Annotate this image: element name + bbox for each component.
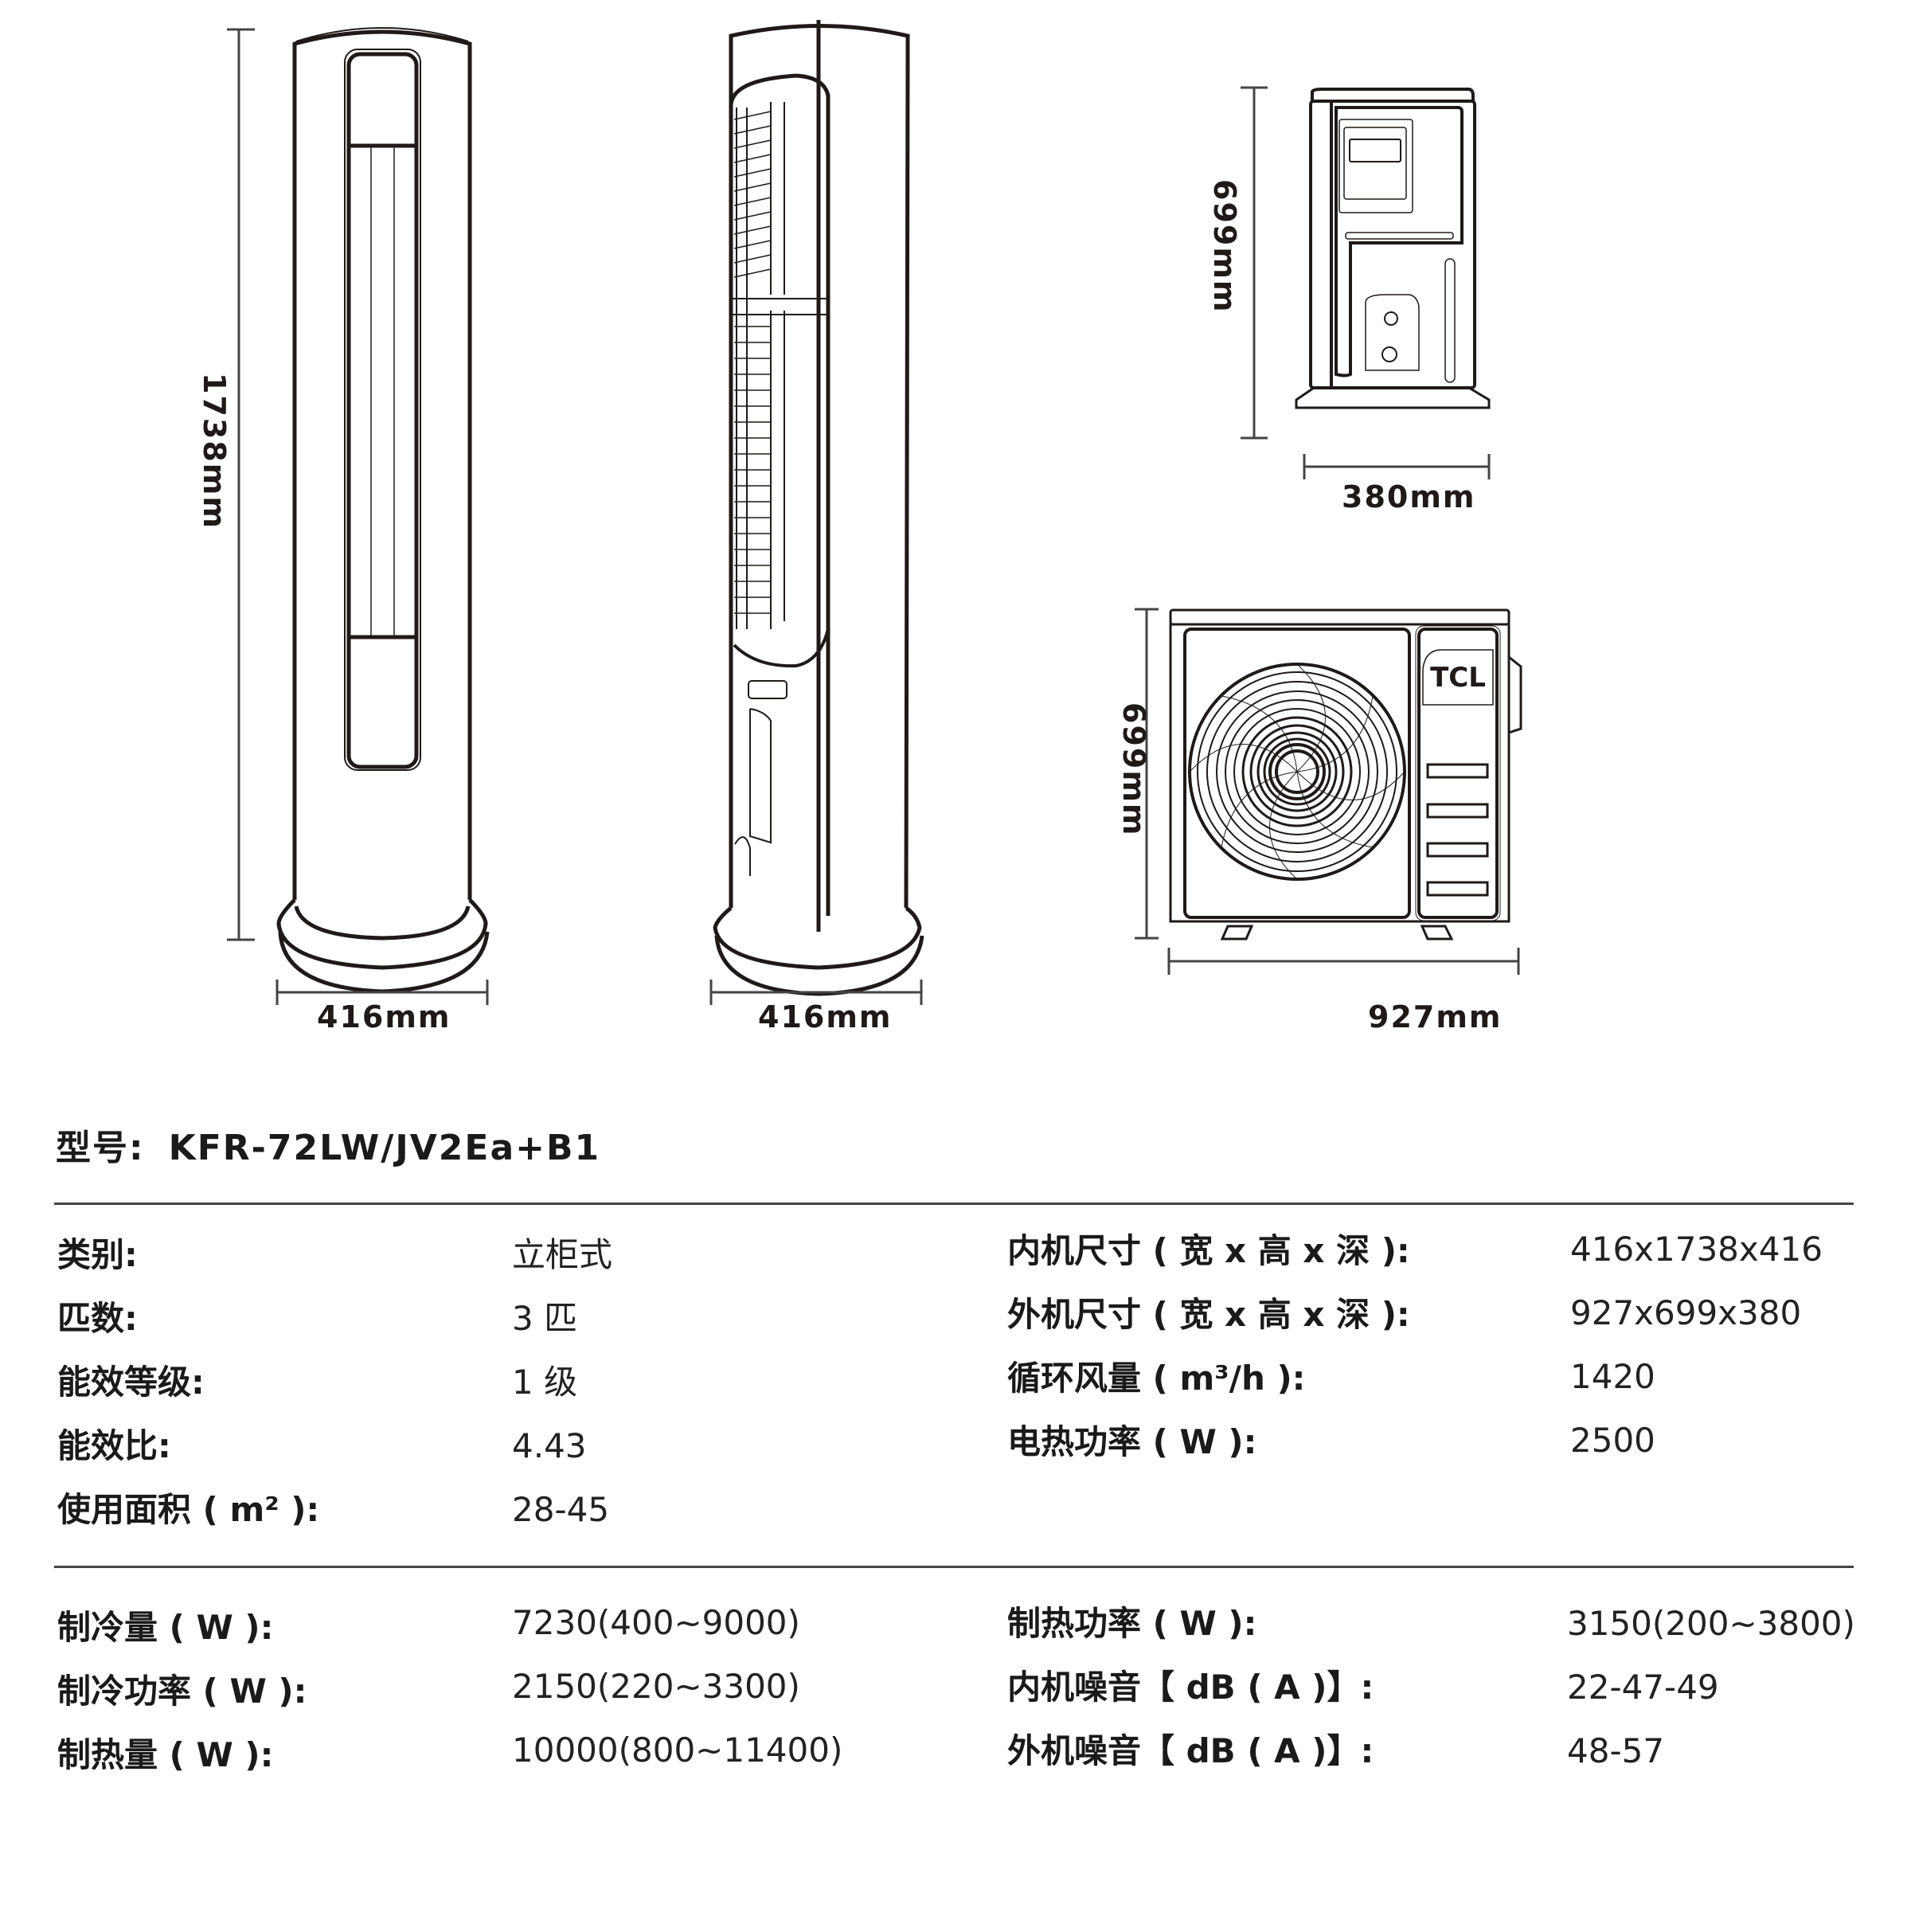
spec-label: 制冷量 ( W ): xyxy=(57,1608,274,1647)
spec-value-outdoor-noise: 48-57 xyxy=(1567,1734,1664,1768)
spec-value: 7230(400~9000) xyxy=(512,1603,800,1642)
spec-value: 10000(800~11400) xyxy=(512,1731,843,1770)
spec-value: 立柜式 xyxy=(512,1235,613,1274)
spec-row-heating-capacity: 制热量 ( W ): xyxy=(57,1738,273,1772)
spec-label: 外机噪音【 dB ( A )】: xyxy=(1007,1731,1374,1770)
spec-value-cooling-capacity: 7230(400~9000) xyxy=(512,1606,800,1640)
spec-row-airflow: 循环风量 ( m³/h ): xyxy=(1007,1362,1305,1395)
spec-value: 2150(220~3300) xyxy=(512,1667,800,1706)
spec-value: 1420 xyxy=(1570,1357,1655,1396)
spec-label: 匹数: xyxy=(57,1299,138,1338)
spec-value-indoor-size: 416x1738x416 xyxy=(1570,1233,1823,1266)
outdoor-width-dimension-label: 927mm xyxy=(1368,999,1503,1034)
indoor-height-dimension-label: 1738mm xyxy=(197,373,232,530)
outdoor-side-height-dimension-label: 699mm xyxy=(1207,179,1242,314)
spec-value: 48-57 xyxy=(1567,1731,1665,1770)
spec-row-energy-ratio: 能效比: xyxy=(57,1429,171,1463)
spec-row-cooling-capacity: 制冷量 ( W ): xyxy=(57,1611,273,1645)
spec-label: 制热量 ( W ): xyxy=(57,1735,274,1774)
spec-label: 能效等级: xyxy=(57,1363,205,1402)
spec-value: 28-45 xyxy=(512,1490,610,1529)
spec-label: 制冷功率 ( W ): xyxy=(57,1672,307,1711)
spec-value: 2500 xyxy=(1570,1421,1655,1460)
spec-row-cooling-power: 制冷功率 ( W ): xyxy=(57,1675,307,1708)
model-label: 型号: xyxy=(56,1128,145,1168)
spec-value-horsepower: 3 匹 xyxy=(512,1302,577,1336)
spec-value: 927x699x380 xyxy=(1570,1293,1802,1332)
spec-value-electric-heat: 2500 xyxy=(1570,1424,1655,1457)
spec-value-area: 28-45 xyxy=(512,1493,609,1527)
spec-value: 1 级 xyxy=(512,1363,578,1402)
spec-value: 3 匹 xyxy=(512,1299,578,1338)
spec-row-energy-grade: 能效等级: xyxy=(57,1366,205,1399)
divider-top xyxy=(54,1203,1854,1205)
tcl-logo: TCL xyxy=(1430,662,1486,694)
spec-row-indoor-noise: 内机噪音【 dB ( A )】: xyxy=(1007,1671,1374,1704)
spec-label: 内机尺寸 ( 宽 x 高 x 深 ): xyxy=(1007,1231,1410,1270)
spec-value-energy-grade: 1 级 xyxy=(512,1366,577,1399)
spec-row-area: 使用面积 ( m² ): xyxy=(57,1493,319,1527)
spec-label: 循环风量 ( m³/h ): xyxy=(1007,1359,1306,1398)
spec-label: 能效比: xyxy=(57,1426,171,1465)
model-heading: 型号: KFR-72LW/JV2Ea+B1 xyxy=(56,1119,600,1170)
indoor-unit-side-drawing xyxy=(709,20,924,1005)
spec-row-horsepower: 匹数: xyxy=(57,1302,138,1336)
spec-value-energy-ratio: 4.43 xyxy=(512,1429,587,1463)
spec-row-outdoor-size: 外机尺寸 ( 宽 x 高 x 深 ): xyxy=(1007,1298,1410,1332)
spec-value-cooling-power: 2150(220~3300) xyxy=(512,1670,800,1703)
spec-value: 416x1738x416 xyxy=(1570,1230,1823,1269)
outdoor-unit-side-drawing xyxy=(1241,86,1491,479)
spec-label: 制热功率 ( W ): xyxy=(1007,1604,1257,1643)
indoor-front-width-dimension-label: 416mm xyxy=(317,999,451,1034)
spec-value-indoor-noise: 22-47-49 xyxy=(1567,1671,1719,1704)
spec-row-electric-heat: 电热功率 ( W ): xyxy=(1007,1426,1256,1459)
spec-value-outdoor-size: 927x699x380 xyxy=(1570,1296,1801,1330)
indoor-unit-front-drawing xyxy=(227,27,490,1005)
spec-label: 内机噪音【 dB ( A )】: xyxy=(1007,1668,1374,1707)
spec-label: 使用面积 ( m² ): xyxy=(57,1490,320,1529)
spec-label: 类别: xyxy=(57,1235,138,1274)
spec-row-heating-power: 制热功率 ( W ): xyxy=(1007,1607,1256,1641)
spec-label: 电热功率 ( W ): xyxy=(1007,1422,1257,1461)
divider-middle xyxy=(54,1566,1854,1568)
outdoor-front-height-dimension-label: 699mm xyxy=(1116,702,1151,837)
outdoor-depth-dimension-label: 380mm xyxy=(1342,479,1476,514)
model-number: KFR-72LW/JV2Ea+B1 xyxy=(168,1128,601,1168)
spec-row-category: 类别: xyxy=(57,1238,138,1272)
spec-row-indoor-size: 内机尺寸 ( 宽 x 高 x 深 ): xyxy=(1007,1234,1410,1268)
spec-value: 22-47-49 xyxy=(1567,1668,1719,1707)
spec-value-airflow: 1420 xyxy=(1570,1360,1655,1394)
outdoor-unit-front-drawing: TCL xyxy=(1135,608,1522,975)
spec-value: 4.43 xyxy=(512,1426,587,1465)
spec-value-heating-power: 3150(200~3800) xyxy=(1567,1607,1855,1641)
indoor-side-width-dimension-label: 416mm xyxy=(758,999,893,1034)
spec-value-heating-capacity: 10000(800~11400) xyxy=(512,1734,842,1767)
spec-label: 外机尺寸 ( 宽 x 高 x 深 ): xyxy=(1007,1295,1410,1334)
spec-row-outdoor-noise: 外机噪音【 dB ( A )】: xyxy=(1007,1734,1374,1768)
fan-grille xyxy=(1188,663,1406,881)
spec-value-category: 立柜式 xyxy=(512,1238,612,1272)
spec-value: 3150(200~3800) xyxy=(1567,1604,1855,1643)
